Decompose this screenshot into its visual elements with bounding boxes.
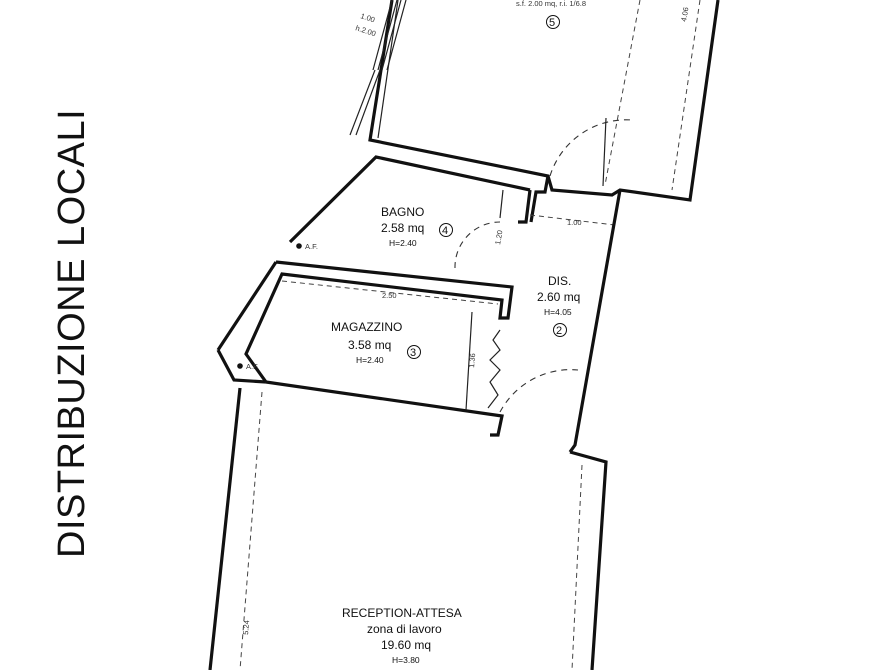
dis-dim-h: 1.20 (493, 229, 504, 245)
dis-area: 2.60 mq (537, 290, 580, 304)
dis-height: H=4.05 (544, 307, 572, 317)
reception-height: H=3.80 (392, 655, 420, 665)
af-marker-magazzino (237, 363, 243, 369)
room-5-number-circle (546, 15, 560, 29)
room-5-area-note: s.f. 2.00 mq, r.i. 1/6.8 (516, 0, 586, 8)
af-label-bagno: A.F. (305, 242, 318, 251)
dis-name: DIS. (548, 274, 571, 288)
dis-dim-w: 1.00 (567, 218, 582, 227)
room-bagno: A.F. BAGNO 2.58 mq H=2.40 4 (288, 155, 616, 269)
room-dis: 1.00 1.20 DIS. 2.60 mq H=4.05 2 (493, 117, 633, 453)
reception-dim-h: 5.24 (241, 620, 251, 635)
dis-number-circle (553, 323, 567, 337)
magazzino-dim-w: 2.50 (382, 291, 397, 300)
magazzino-area: 3.58 mq (348, 338, 391, 352)
magazzino-number: 3 (410, 347, 416, 359)
reception-use: zona di lavoro (367, 622, 442, 636)
room-magazzino: 2.50 1.36 A.F. MAGAZZINO 3.58 mq H=2.40 … (216, 260, 579, 437)
window-height-label: h.2.00 (354, 23, 377, 38)
room-5-number: 5 (549, 17, 555, 29)
bagno-number-circle (439, 223, 453, 237)
dis-number: 2 (556, 325, 562, 337)
plan-title: DISTRIBUZIONE LOCALI (51, 109, 93, 558)
bagno-area: 2.58 mq (381, 221, 424, 235)
reception-area: 19.60 mq (381, 638, 431, 652)
af-marker-bagno (296, 243, 302, 249)
magazzino-height: H=2.40 (356, 355, 384, 365)
reception-name: RECEPTION-ATTESA (342, 606, 462, 620)
magazzino-number-circle (407, 345, 421, 359)
window-width-label: 1.00 (359, 11, 376, 24)
window-top: 1.00 h.2.00 (349, 0, 407, 136)
bagno-number: 4 (442, 225, 448, 237)
bagno-name: BAGNO (381, 205, 424, 219)
room-5: 1.00 h.2.00 s.f. 2.00 mq, r.i. 1/6.8 5 4… (349, 0, 720, 202)
bagno-height: H=2.40 (389, 238, 417, 248)
af-label-magazzino: A.F. (246, 362, 259, 371)
room-reception: 5.24 RECEPTION-ATTESA zona di lavoro 19.… (208, 387, 608, 670)
magazzino-dim-h: 1.36 (467, 353, 477, 368)
magazzino-name: MAGAZZINO (331, 320, 402, 334)
room-5-dim-h: 4.06 (679, 6, 690, 22)
